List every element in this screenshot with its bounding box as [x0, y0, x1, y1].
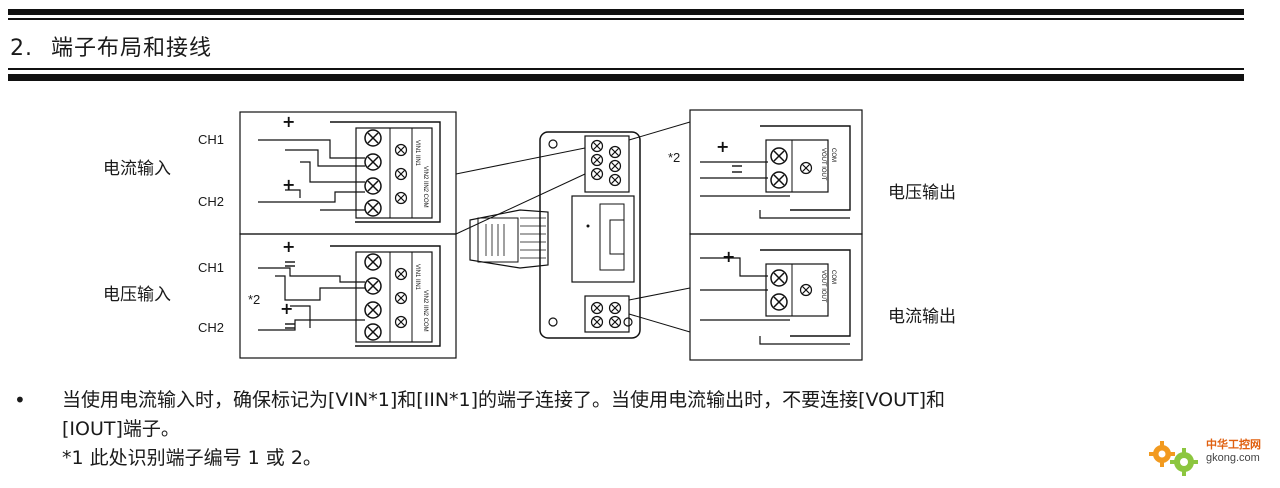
label-ch1-voltage: CH1: [198, 260, 225, 275]
svg-text:VIN1 IIN1: VIN1 IIN1: [414, 140, 420, 167]
watermark-logo: 中华工控网 gkong.com: [1146, 430, 1276, 480]
svg-text:VIN1 IIN1: VIN1 IIN1: [414, 264, 420, 291]
label-note2-voltage-output: *2: [668, 150, 681, 165]
footnote-1: *1 此处识别端子编号 1 或 2。: [62, 447, 322, 469]
label-voltage-input: 电压输入: [103, 285, 171, 305]
section-title-text: 端子布局和接线: [51, 36, 213, 61]
label-ch2-current: CH2: [198, 194, 225, 209]
voltage-input-panel: VIN1 IIN1 VIN2 IIN2 COM + +: [239, 233, 457, 359]
header-rule-bottom-thin: [8, 68, 1244, 70]
gear-icon: [1149, 441, 1198, 476]
current-input-panel: VIN1 IIN1 VIN2 IIN2 COM + +: [239, 111, 457, 235]
header-rule-top: [8, 9, 1244, 15]
svg-text:+: +: [282, 175, 295, 194]
module-unit: [455, 121, 691, 339]
voltage-output-panel: VOUT IOUT COM +: [689, 109, 863, 235]
label-ch1-current: CH1: [198, 132, 225, 147]
svg-text:COM: COM: [830, 270, 836, 284]
wiring-figure: VIN1 IIN1 VIN2 IIN2 COM + +: [0, 100, 1280, 370]
bullet-note: • 当使用电流输入时，确保标记为[VIN*1]和[IIN*1]的端子连接了。当使…: [14, 386, 1254, 415]
label-current-input: 电流输入: [103, 159, 171, 179]
svg-text:VOUT IOUT: VOUT IOUT: [820, 148, 826, 181]
svg-text:+: +: [722, 247, 735, 266]
svg-text:+: +: [282, 112, 295, 131]
label-current-output: 电流输出: [888, 307, 956, 327]
svg-text:VIN2 IIN2 COM: VIN2 IIN2 COM: [422, 290, 428, 332]
watermark-domain: gkong.com: [1206, 452, 1260, 464]
label-ch2-voltage: CH2: [198, 320, 225, 335]
label-voltage-output: 电压输出: [888, 183, 956, 203]
watermark-brand: 中华工控网: [1206, 438, 1261, 451]
svg-text:COM: COM: [830, 148, 836, 162]
svg-text:VIN2 IIN2 COM: VIN2 IIN2 COM: [422, 166, 428, 208]
section-number: 2.: [10, 36, 33, 61]
bullet-text-line-2: [IOUT]端子。: [62, 418, 180, 440]
label-note2-voltage-input: *2: [248, 292, 261, 307]
svg-text:VOUT IOUT: VOUT IOUT: [820, 270, 826, 303]
svg-text:+: +: [280, 299, 293, 318]
current-output-panel: VOUT IOUT COM +: [689, 233, 863, 361]
bullet-symbol: •: [14, 388, 26, 412]
header-rule-top-thin: [8, 18, 1244, 20]
header-rule-bottom: [8, 74, 1244, 81]
wiring-diagram: VIN1 IIN1 VIN2 IIN2 COM + +: [239, 109, 863, 361]
svg-text:+: +: [282, 237, 295, 256]
notes-section: • 当使用电流输入时，确保标记为[VIN*1]和[IIN*1]的端子连接了。当使…: [14, 386, 1254, 473]
section-title: 2. 端子布局和接线: [10, 30, 212, 62]
bullet-text-line-1: 当使用电流输入时，确保标记为[VIN*1]和[IIN*1]的端子连接了。当使用电…: [62, 389, 946, 411]
svg-text:+: +: [716, 137, 729, 156]
